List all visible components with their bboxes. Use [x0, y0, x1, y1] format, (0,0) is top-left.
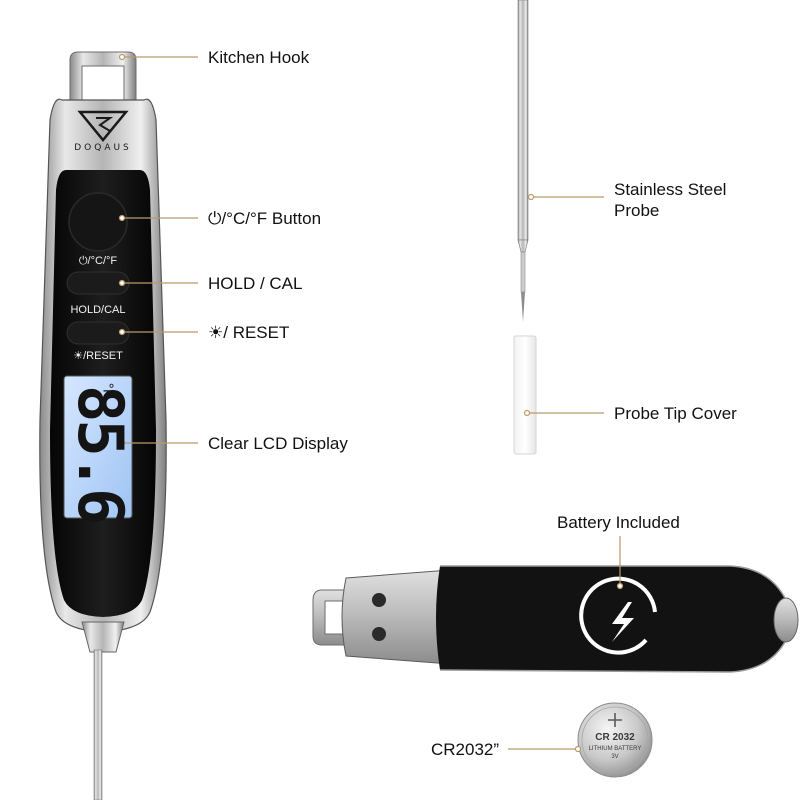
light-reset-label: ☀/RESET — [60, 349, 136, 362]
thermometer-back — [312, 565, 799, 673]
light-reset-button[interactable] — [66, 321, 130, 345]
callout-kitchen-hook: Kitchen Hook — [208, 48, 310, 67]
screw-icon — [372, 627, 386, 641]
probe-collar — [81, 621, 125, 653]
brand-name: DOQAUS — [74, 143, 132, 153]
lcd-reading: 85.6 — [64, 385, 137, 523]
power-button[interactable] — [68, 192, 128, 252]
kitchen-hook — [69, 51, 137, 101]
callout-lines — [118, 53, 624, 753]
battery-voltage: 3V — [611, 754, 619, 760]
lcd-unit: °F — [99, 382, 115, 397]
thermometer-front — [39, 51, 167, 800]
callout-probe: Stainless Steel Probe — [614, 180, 727, 220]
plus-icon — [608, 713, 622, 727]
probe-shaft — [93, 649, 103, 800]
light-bulb-icon: ☀ — [73, 350, 84, 362]
callout-cr2032: CR2032” — [431, 740, 500, 759]
hold-cal-label: HOLD/CAL — [70, 304, 126, 316]
power-unit-label: ⏻/°C/°F — [78, 255, 118, 267]
coin-battery — [577, 702, 653, 778]
screw-icon — [372, 593, 386, 607]
callout-light-reset: ☀/ RESET — [208, 322, 289, 343]
probe-detail — [517, 0, 529, 322]
light-reset-text: /RESET — [83, 350, 123, 362]
callout-lcd: Clear LCD Display — [208, 434, 348, 453]
callout-battery-included: Battery Included — [557, 513, 680, 532]
battery-type: LITHIUM BATTERY — [588, 746, 642, 752]
battery-compartment-icon — [579, 576, 657, 655]
light-bulb-icon: ☀ — [208, 323, 224, 342]
battery-model: CR 2032 — [595, 732, 635, 743]
callout-tip-cover: Probe Tip Cover — [614, 404, 737, 423]
callout-hold-cal: HOLD / CAL — [208, 274, 303, 293]
callout-power-button: ⏻/°C/°F Button — [208, 209, 322, 228]
doqaus-logo-icon — [77, 110, 129, 142]
lcd-screen — [63, 375, 133, 519]
callout-light-reset-text: / RESET — [223, 323, 290, 342]
probe-tip-cover — [513, 335, 537, 455]
